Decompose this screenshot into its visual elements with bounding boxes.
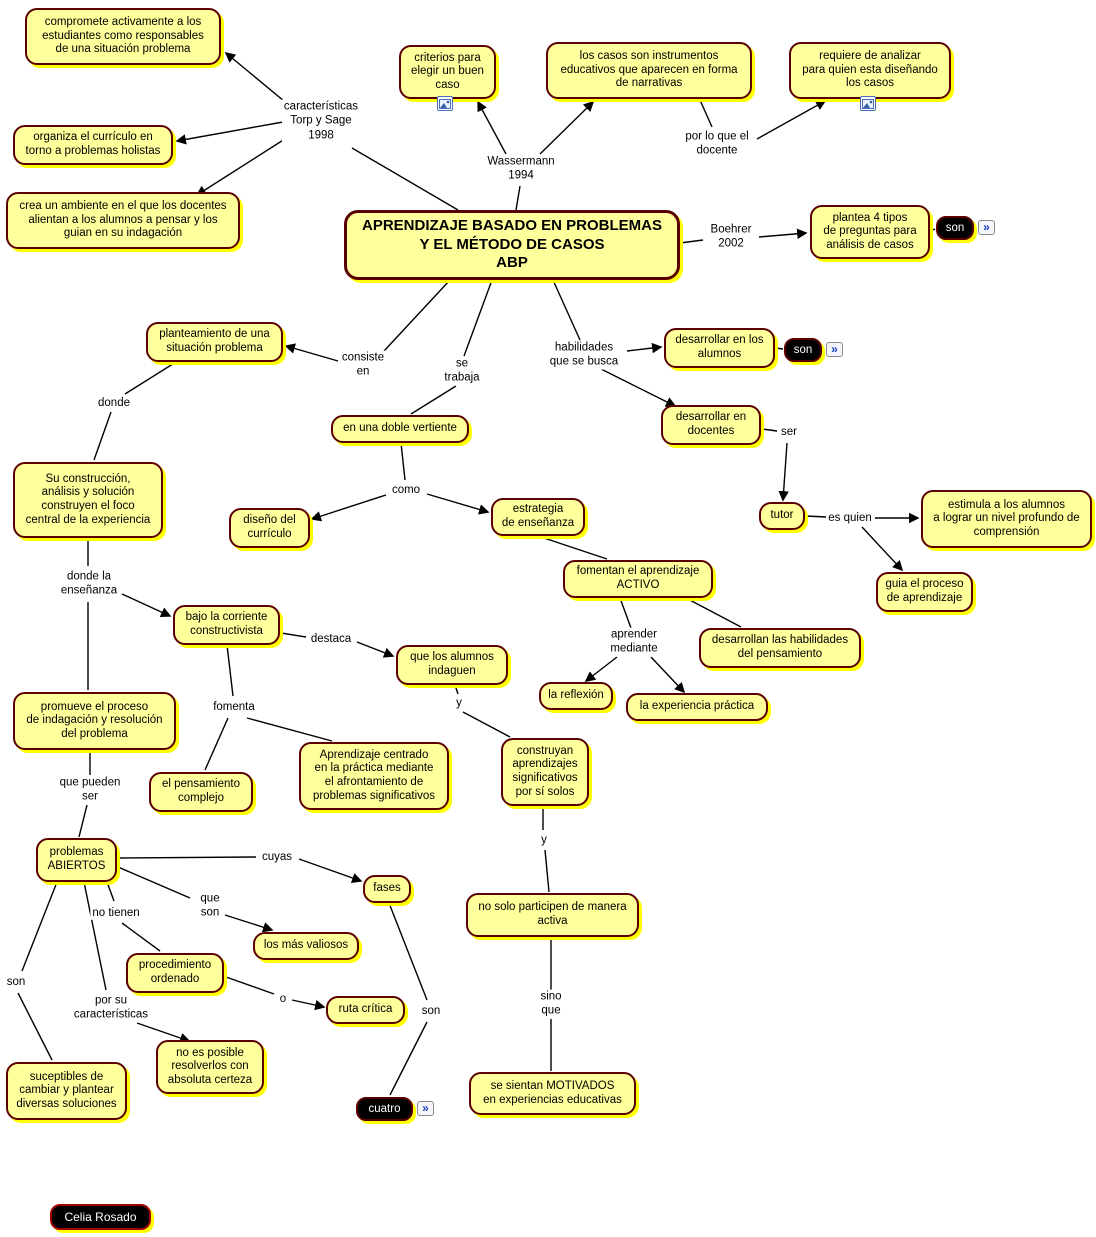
link-label-habilidades-que-se-busca[interactable]: habilidades que se busca (547, 340, 621, 370)
link-label-caracteristicas[interactable]: características Torp y Sage 1998 (281, 99, 361, 143)
link-label-consiste-en[interactable]: consiste en (339, 350, 387, 380)
link-label-por-su-caracteristicas[interactable]: por su características (71, 993, 151, 1023)
concept-alumnos-indaguen[interactable]: que los alumnos indaguen (396, 645, 508, 685)
link-label-y-1[interactable]: y (454, 695, 464, 711)
black-node-son-1[interactable]: son (936, 216, 974, 240)
link-label-son-left[interactable]: son (4, 974, 28, 990)
concept-problemas-abiertos[interactable]: problemas ABIERTOS (36, 838, 117, 882)
black-node-cuatro[interactable]: cuatro (356, 1097, 413, 1121)
link-label-fomenta[interactable]: fomenta (211, 699, 257, 715)
link-label-como[interactable]: como (389, 482, 423, 498)
link-label-no-tienen[interactable]: no tienen (90, 905, 142, 921)
image-resource-icon[interactable] (860, 96, 876, 111)
concept-organiza-curriculo[interactable]: organiza el currículo en torno a problem… (13, 125, 173, 165)
concept-procedimiento-ordenado[interactable]: procedimiento ordenado (126, 953, 224, 993)
concept-construyan-aprendizajes[interactable]: construyan aprendizajes significativos p… (501, 738, 589, 806)
concept-estrategia-ensenanza[interactable]: estrategia de enseñanza (491, 498, 585, 536)
concept-la-reflexion[interactable]: la reflexión (539, 682, 613, 710)
concept-compromete-estudiantes[interactable]: compromete activamente a los estudiantes… (25, 8, 221, 65)
link-label-ser[interactable]: ser (779, 424, 799, 440)
link-label-o[interactable]: o (277, 991, 289, 1007)
link-label-donde-la-ensenanza[interactable]: donde la enseñanza (58, 569, 120, 599)
author-node[interactable]: Celia Rosado (50, 1204, 151, 1230)
concept-no-es-posible[interactable]: no es posible resolverlos con absoluta c… (156, 1040, 264, 1094)
concept-desarrollar-docentes[interactable]: desarrollar en docentes (661, 405, 761, 445)
link-label-wassermann[interactable]: Wassermann 1994 (485, 154, 557, 184)
concept-fomentan-aprendizaje-activo[interactable]: fomentan el aprendizaje ACTIVO (563, 560, 713, 598)
concept-desarrollar-alumnos[interactable]: desarrollar en los alumnos (664, 328, 775, 368)
link-label-por-lo-que-el-docente[interactable]: por lo que el docente (683, 129, 751, 159)
link-label-es-quien[interactable]: es quien (826, 510, 874, 526)
link-label-sino-que[interactable]: sino que (538, 989, 564, 1019)
link-label-destaca[interactable]: destaca (308, 631, 354, 647)
link-label-que-son[interactable]: que son (198, 891, 222, 921)
concept-promueve-proceso[interactable]: promueve el proceso de indagación y reso… (13, 692, 176, 750)
concept-su-construccion[interactable]: Su construcción, análisis y solución con… (13, 462, 163, 538)
concept-aprendizaje-centrado[interactable]: Aprendizaje centrado en la práctica medi… (299, 742, 449, 810)
concept-experiencia-practica[interactable]: la experiencia práctica (626, 693, 768, 721)
concept-corriente-constructivista[interactable]: bajo la corriente constructivista (173, 605, 280, 645)
concept-main-abp[interactable]: APRENDIZAJE BASADO EN PROBLEMAS Y EL MÉT… (344, 210, 680, 280)
concept-planteamiento-situacion[interactable]: planteamiento de una situación problema (146, 322, 283, 362)
link-label-donde[interactable]: donde (96, 395, 132, 411)
link-label-que-pueden-ser[interactable]: que pueden ser (57, 775, 123, 805)
link-label-y-2[interactable]: y (539, 832, 549, 848)
concept-estimula-alumnos[interactable]: estimula a los alumnos a lograr un nivel… (921, 490, 1092, 548)
image-resource-icon[interactable] (437, 96, 453, 111)
link-label-cuyas[interactable]: cuyas (259, 849, 295, 865)
concept-pensamiento-complejo[interactable]: el pensamiento complejo (149, 772, 253, 812)
expand-chevron-icon[interactable]: » (826, 342, 843, 357)
concept-suceptibles-cambiar[interactable]: suceptibles de cambiar y plantear divers… (6, 1062, 127, 1120)
concept-ruta-critica[interactable]: ruta crítica (326, 996, 405, 1024)
concept-se-sientan-motivados[interactable]: se sientan MOTIVADOS en experiencias edu… (469, 1072, 636, 1115)
concept-no-solo-participen[interactable]: no solo participen de manera activa (466, 893, 639, 937)
black-node-son-2[interactable]: son (784, 338, 822, 362)
link-label-aprender-mediante[interactable]: aprender mediante (608, 627, 660, 657)
concept-guia-proceso[interactable]: guia el proceso de aprendizaje (876, 572, 973, 612)
concept-requiere-analizar[interactable]: requiere de analizar para quien esta dis… (789, 42, 951, 99)
concept-doble-vertiente[interactable]: en una doble vertiente (331, 415, 469, 443)
concept-criterios-buen-caso[interactable]: criterios para elegir un buen caso (399, 45, 496, 99)
link-label-boehrer[interactable]: Boehrer 2002 (708, 222, 754, 252)
concept-fases[interactable]: fases (363, 875, 411, 903)
concept-plantea-4-tipos[interactable]: plantea 4 tipos de preguntas para anális… (810, 205, 930, 259)
concept-crea-ambiente[interactable]: crea un ambiente en el que los docentes … (6, 192, 240, 249)
concept-los-mas-valiosos[interactable]: los más valiosos (253, 932, 359, 960)
concept-casos-instrumentos[interactable]: los casos son instrumentos educativos qu… (546, 42, 752, 99)
concept-tutor[interactable]: tutor (759, 502, 805, 530)
concept-diseno-curriculo[interactable]: diseño del currículo (229, 508, 310, 548)
link-label-son-right[interactable]: son (419, 1003, 443, 1019)
expand-chevron-icon[interactable]: » (417, 1101, 434, 1116)
link-label-se-trabaja[interactable]: se trabaja (442, 356, 482, 386)
expand-chevron-icon[interactable]: » (978, 220, 995, 235)
concept-desarrollan-habilidades[interactable]: desarrollan las habilidades del pensamie… (699, 628, 861, 668)
